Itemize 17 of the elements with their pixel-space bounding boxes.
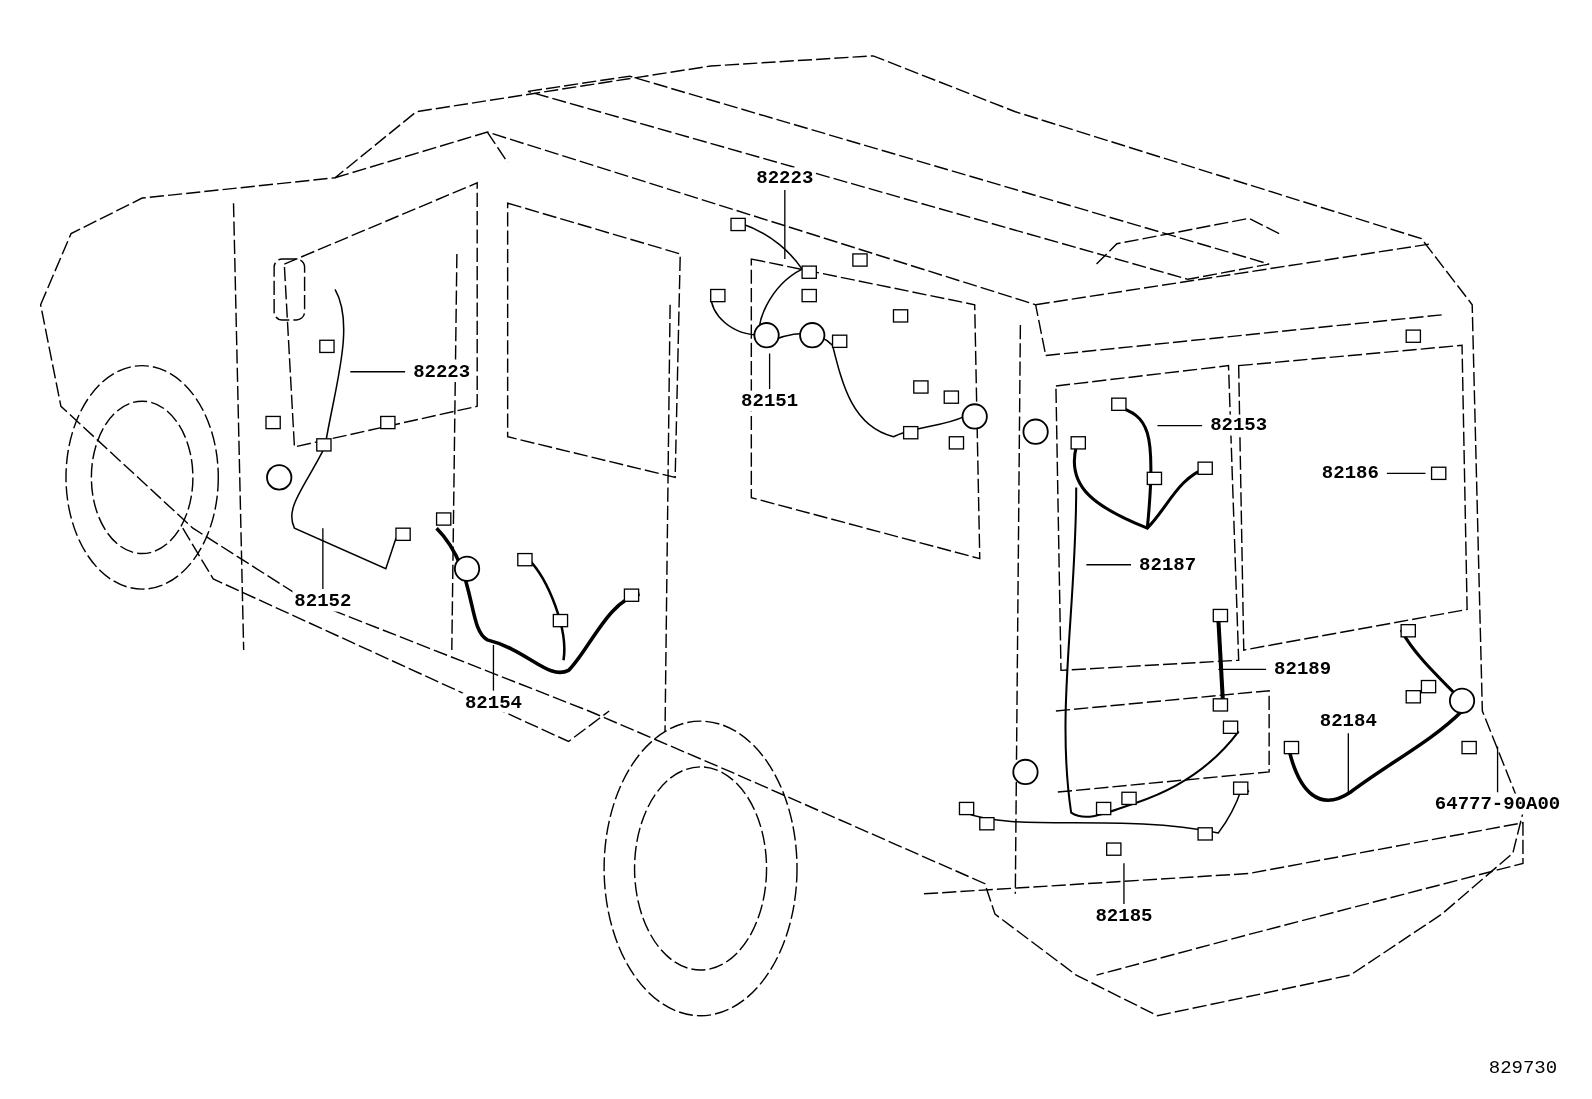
leader-line: [768, 352, 771, 390]
callout-number: 64777-90A00: [1432, 793, 1563, 815]
callout-number: 82151: [739, 390, 801, 412]
callout-number: 82152: [292, 590, 354, 612]
leader-line: [784, 189, 786, 260]
leader-line: [1123, 862, 1125, 905]
leader-line: [1386, 472, 1427, 474]
leader-line: [349, 371, 406, 373]
leader-line: [1085, 564, 1132, 566]
leader-line: [1347, 732, 1349, 795]
leader-line: [1217, 668, 1267, 670]
leader-line: [1156, 424, 1203, 427]
leader-line: [492, 644, 495, 692]
leader-line: [322, 527, 324, 590]
callout-number: 82154: [462, 692, 524, 713]
callout-number: 82153: [1208, 414, 1270, 436]
leader-line: [1496, 745, 1499, 793]
